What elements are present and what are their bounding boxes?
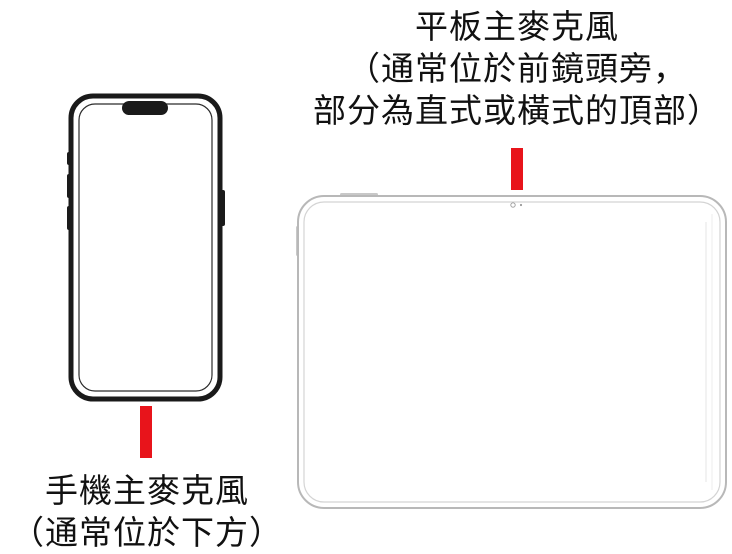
tablet-label-line3: 部分為直式或橫式的頂部）	[313, 91, 721, 130]
tablet-screen	[303, 201, 721, 503]
phone-label-line1: 手機主麥克風	[45, 471, 249, 510]
tablet-camera-sensor-icon	[519, 203, 523, 207]
phone-screen	[78, 103, 213, 392]
tablet-front-camera-icon	[510, 202, 516, 208]
tablet-microphone-marker	[511, 148, 523, 190]
tablet-label-line1: 平板主麥克風	[415, 7, 619, 46]
phone-microphone-marker	[140, 406, 152, 458]
phone-microphone-label: 手機主麥克風 （通常位於下方）	[0, 470, 294, 554]
phone-label-line2: （通常位於下方）	[11, 513, 283, 552]
tablet-label-line2: （通常位於前鏡頭旁，	[347, 49, 687, 88]
phone-dynamic-island-icon	[122, 101, 168, 115]
tablet-microphone-label: 平板主麥克風 （通常位於前鏡頭旁， 部分為直式或橫式的頂部）	[272, 6, 732, 132]
